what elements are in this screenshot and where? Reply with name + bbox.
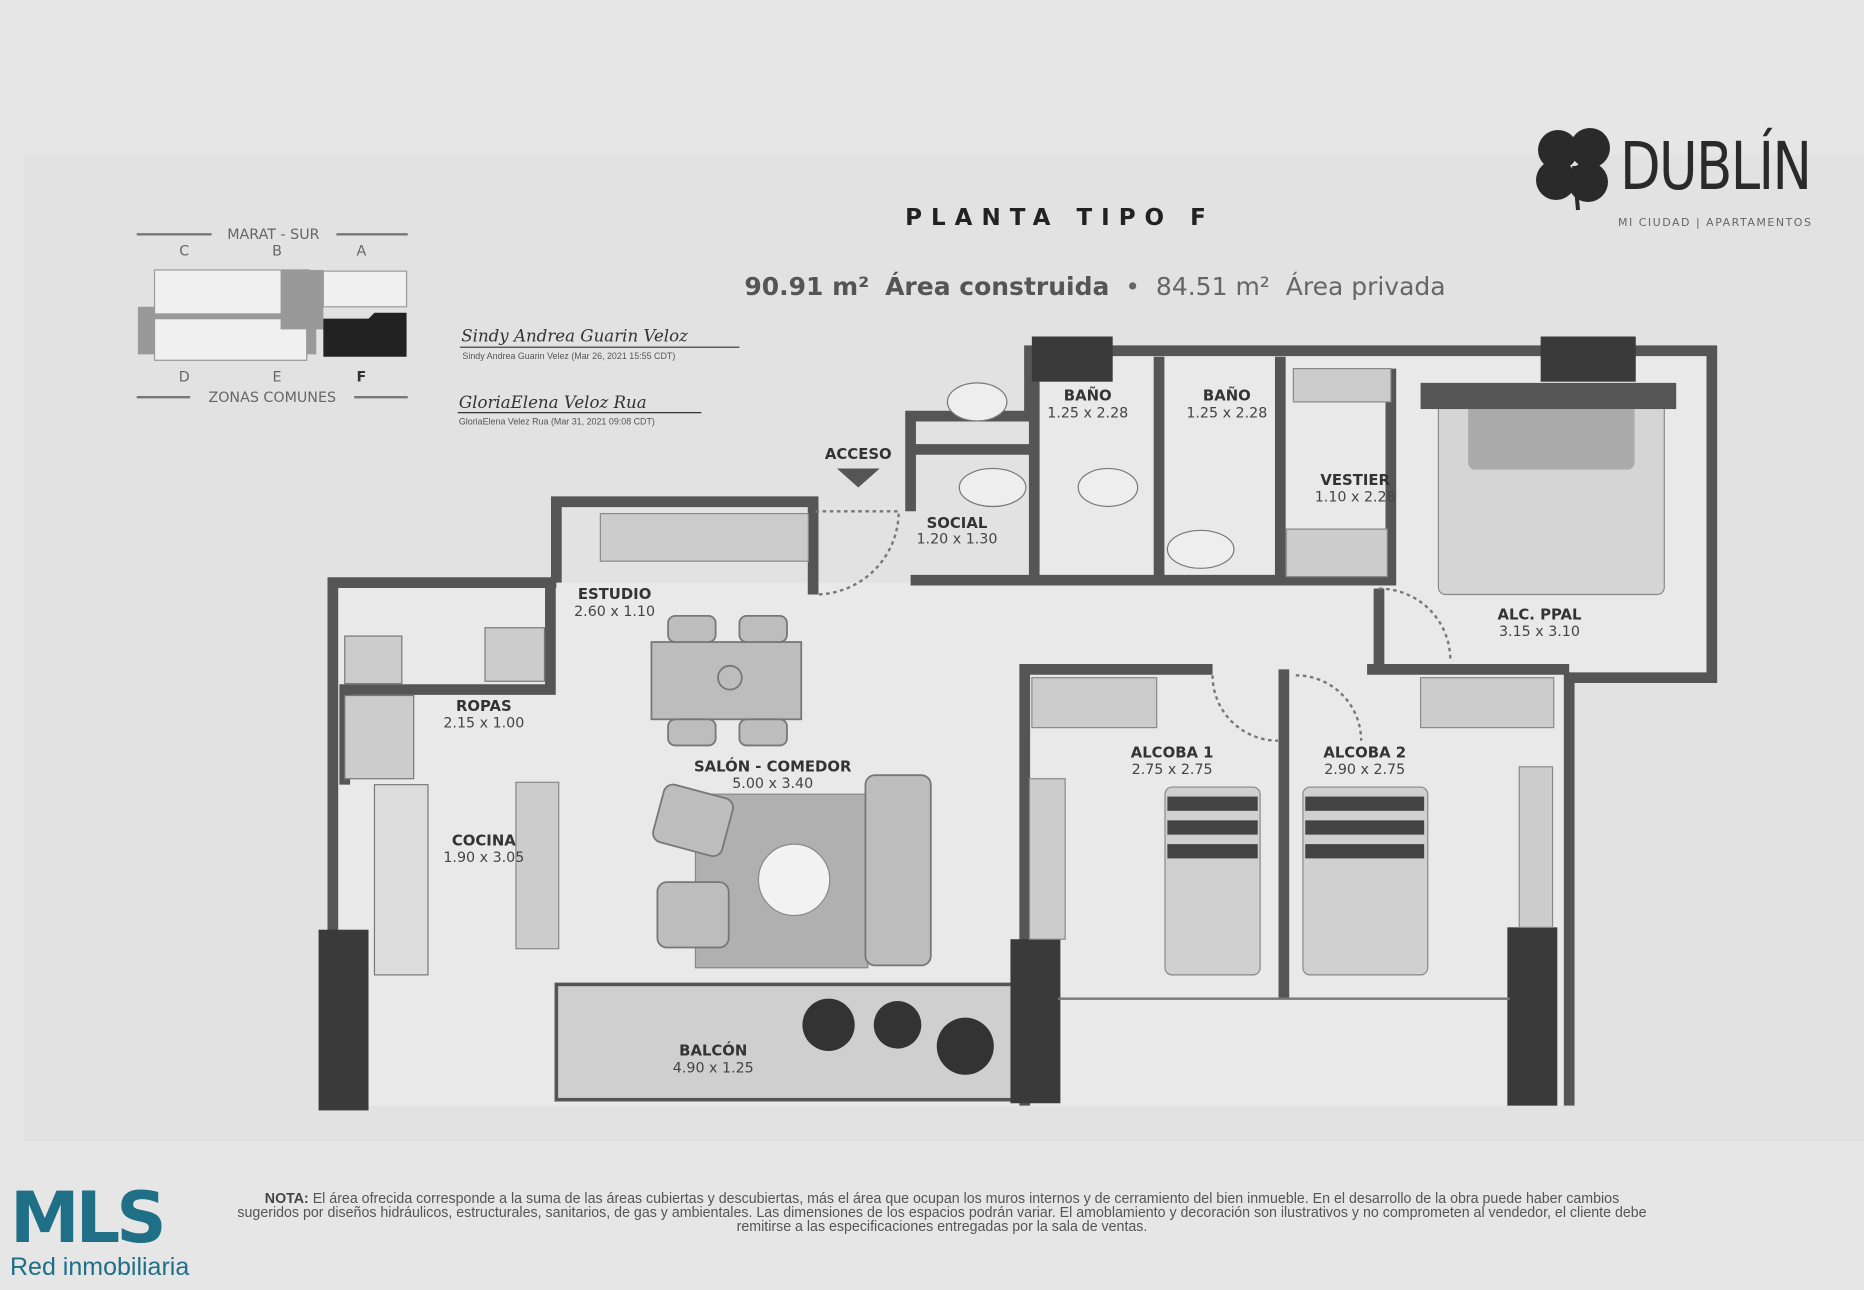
key-unit-f: F	[357, 370, 367, 386]
built-area-label: Área construida	[885, 272, 1110, 301]
room-dims-balcon: 4.90 x 1.25	[673, 1060, 754, 1076]
disclaimer-note: NOTA: El área ofrecida corresponde a la …	[236, 1191, 1647, 1235]
note-text: El área ofrecida corresponde a la suma d…	[237, 1191, 1647, 1235]
room-labels: BAÑO 1.25 x 2.28 BAÑO 1.25 x 2.28 VESTIE…	[443, 387, 1582, 1077]
room-name-bano-1: BAÑO	[1064, 387, 1112, 405]
brand-tagline: MI CIUDAD | APARTAMENTOS	[1618, 216, 1813, 229]
brand-name: DUBLÍN	[1620, 128, 1812, 205]
plan-title: PLANTA TIPO F	[905, 205, 1215, 231]
room-dims-vestier: 1.10 x 2.28	[1315, 490, 1396, 506]
access-label: ACCESO	[825, 445, 892, 463]
coffee-table	[757, 843, 831, 917]
signature-block: Sindy Andrea Guarin Veloz Sindy Andrea G…	[457, 326, 740, 426]
room-dims-social: 1.20 x 1.30	[916, 531, 997, 547]
note-label: NOTA:	[264, 1191, 309, 1207]
room-name-cocina: COCINA	[452, 831, 516, 849]
dublin-logo: DUBLÍN MI CIUDAD | APARTAMENTOS	[1528, 118, 1848, 238]
furniture	[344, 368, 1677, 1075]
built-area-value: 90.91 m²	[744, 272, 870, 301]
key-unit-e: E	[272, 370, 281, 386]
room-name-vestier: VESTIER	[1320, 471, 1390, 489]
area-summary: 90.91 m² Área construida • 84.51 m² Área…	[700, 272, 1490, 301]
mls-mark: MLS	[10, 1177, 167, 1259]
sofa	[864, 774, 932, 967]
room-dims-ropas: 2.15 x 1.00	[443, 716, 524, 732]
room-dims-estudio: 2.60 x 1.10	[574, 604, 655, 620]
key-plan-top-label: MARAT - SUR	[227, 227, 319, 243]
signature-1-caption: Sindy Andrea Guarin Velez (Mar 26, 2021 …	[462, 351, 675, 361]
key-unit-c: C	[179, 244, 189, 260]
room-dims-salon-comedor: 5.00 x 3.40	[732, 776, 813, 792]
access-arrow-icon	[836, 468, 880, 488]
room-name-estudio: ESTUDIO	[578, 585, 651, 603]
room-name-alcoba-2: ALCOBA 2	[1323, 743, 1406, 761]
bed-alcoba-1	[1164, 786, 1261, 976]
signature-2-caption: GloriaElena Velez Rua (Mar 31, 2021 09:0…	[459, 416, 655, 426]
room-dims-alcoba-2: 2.90 x 2.75	[1324, 762, 1405, 778]
key-unit-a: A	[357, 244, 367, 260]
room-name-salon-comedor: SALÓN - COMEDOR	[694, 758, 852, 776]
room-dims-bano-1: 1.25 x 2.28	[1047, 405, 1128, 421]
room-dims-alcoba-1: 2.75 x 2.75	[1132, 762, 1213, 778]
room-name-alcoba-1: ALCOBA 1	[1131, 743, 1214, 761]
key-plan-bottom-label: ZONAS COMUNES	[208, 390, 336, 406]
room-name-social: SOCIAL	[927, 514, 988, 532]
private-area-value: 84.51 m²	[1155, 272, 1270, 301]
clover-icon	[1536, 128, 1610, 211]
private-area-label: Área privada	[1285, 272, 1446, 301]
room-dims-cocina: 1.90 x 3.05	[443, 850, 524, 866]
key-unit-f-highlight	[323, 312, 407, 357]
mls-tagline: Red inmobiliaria	[10, 1253, 190, 1281]
room-dims-alc-ppal: 3.15 x 3.10	[1499, 624, 1580, 640]
room-name-alc-ppal: ALC. PPAL	[1497, 605, 1582, 623]
key-plan: MARAT - SUR C B A D E F ZONAS COMUNES	[136, 227, 408, 406]
mls-logo: MLS Red inmobiliaria	[10, 1183, 210, 1283]
key-unit-d: D	[179, 370, 190, 386]
door-swings	[815, 468, 1452, 742]
bed-alcoba-2	[1302, 786, 1429, 976]
key-unit-b: B	[272, 244, 282, 260]
room-name-balcon: BALCÓN	[679, 1042, 747, 1060]
area-separator: •	[1125, 272, 1141, 301]
room-name-bano-2: BAÑO	[1203, 387, 1251, 405]
room-dims-bano-2: 1.25 x 2.28	[1186, 405, 1267, 421]
signature-2: GloriaElena Veloz Rua	[459, 393, 647, 412]
signature-1: Sindy Andrea Guarin Veloz	[461, 326, 688, 345]
room-name-ropas: ROPAS	[456, 697, 512, 715]
